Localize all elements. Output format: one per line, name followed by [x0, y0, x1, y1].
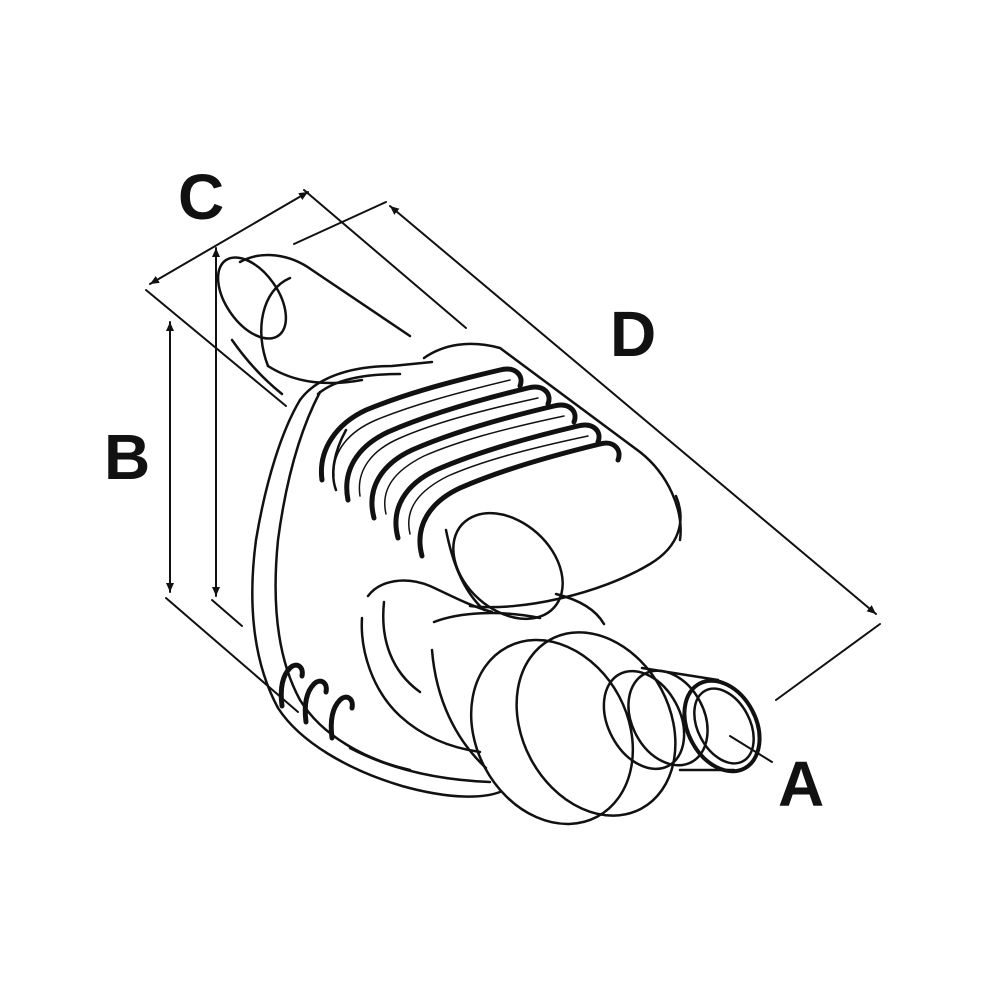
- body-inner-edge: [274, 390, 412, 772]
- dimension-inner-ext-bottom: [211, 599, 243, 627]
- outlet-neck-lower: [430, 648, 488, 770]
- dimension-label-a: A: [778, 748, 825, 820]
- drum-lower-edge: [444, 528, 486, 612]
- rib-2: [344, 384, 552, 503]
- body-shoulder-inner: [316, 372, 402, 396]
- dimension-c-ext-right: [303, 189, 467, 329]
- dimension-label-d: D: [610, 298, 657, 370]
- dimension-lines: [145, 189, 881, 763]
- lower-rib-1: [278, 662, 305, 709]
- groove-4: [408, 435, 589, 535]
- body-saddle-inner2: [382, 600, 422, 694]
- lower-rib-2: [302, 678, 329, 725]
- dimension-d-ext-bottom: [775, 623, 881, 701]
- rib-1: [318, 366, 524, 483]
- drum-ribs: [318, 366, 622, 559]
- dimension-label-b: B: [104, 421, 151, 493]
- body-lower-curve: [348, 746, 492, 784]
- outlet-drum-back: [469, 638, 635, 826]
- muffler-body: [251, 360, 606, 798]
- top-pipe-collar-lower: [266, 364, 364, 385]
- drum-rib-grooves: [333, 379, 589, 535]
- dimension-a-leader: [729, 735, 773, 763]
- dimension-d-arrow: [389, 205, 877, 615]
- body-saddle-inner: [360, 616, 482, 754]
- outlet-drum-front: [515, 631, 677, 817]
- outlet-pipe-end-inner: [693, 687, 755, 765]
- outlet-neck-upper: [432, 611, 542, 624]
- outlet-assembly: [430, 611, 762, 826]
- dimension-c-arrow: [149, 191, 309, 285]
- drum-top-edge: [422, 342, 682, 542]
- lower-ribs: [278, 662, 355, 741]
- drum-end-outline: [468, 494, 682, 609]
- outlet-flange-outer: [602, 669, 686, 771]
- groove-3: [384, 415, 565, 515]
- groove-2: [358, 397, 539, 497]
- rib-5: [417, 440, 622, 559]
- top-pipe-collar: [260, 276, 292, 368]
- dimension-d-ext-top: [293, 201, 387, 245]
- body-outline: [251, 398, 502, 798]
- dimension-b-ext-bottom: [165, 597, 299, 713]
- body-shoulder: [298, 360, 434, 402]
- top-pipe-side-upper: [238, 253, 412, 338]
- top-pipe-end: [216, 256, 288, 340]
- outlet-pipe-end-outer: [682, 678, 762, 774]
- outlet-pipe-side-upper: [640, 666, 720, 682]
- groove-1: [333, 379, 511, 477]
- rib-4: [393, 422, 602, 541]
- top-pipe-side-lower: [230, 338, 284, 396]
- ribbed-drum: [318, 342, 682, 621]
- top-inlet-pipe: [216, 253, 412, 396]
- drum-end-cap: [452, 511, 564, 621]
- dimension-label-c: C: [178, 161, 225, 233]
- rib-3: [369, 402, 578, 521]
- outlet-flange-inner: [627, 669, 709, 767]
- lower-rib-3: [328, 694, 355, 741]
